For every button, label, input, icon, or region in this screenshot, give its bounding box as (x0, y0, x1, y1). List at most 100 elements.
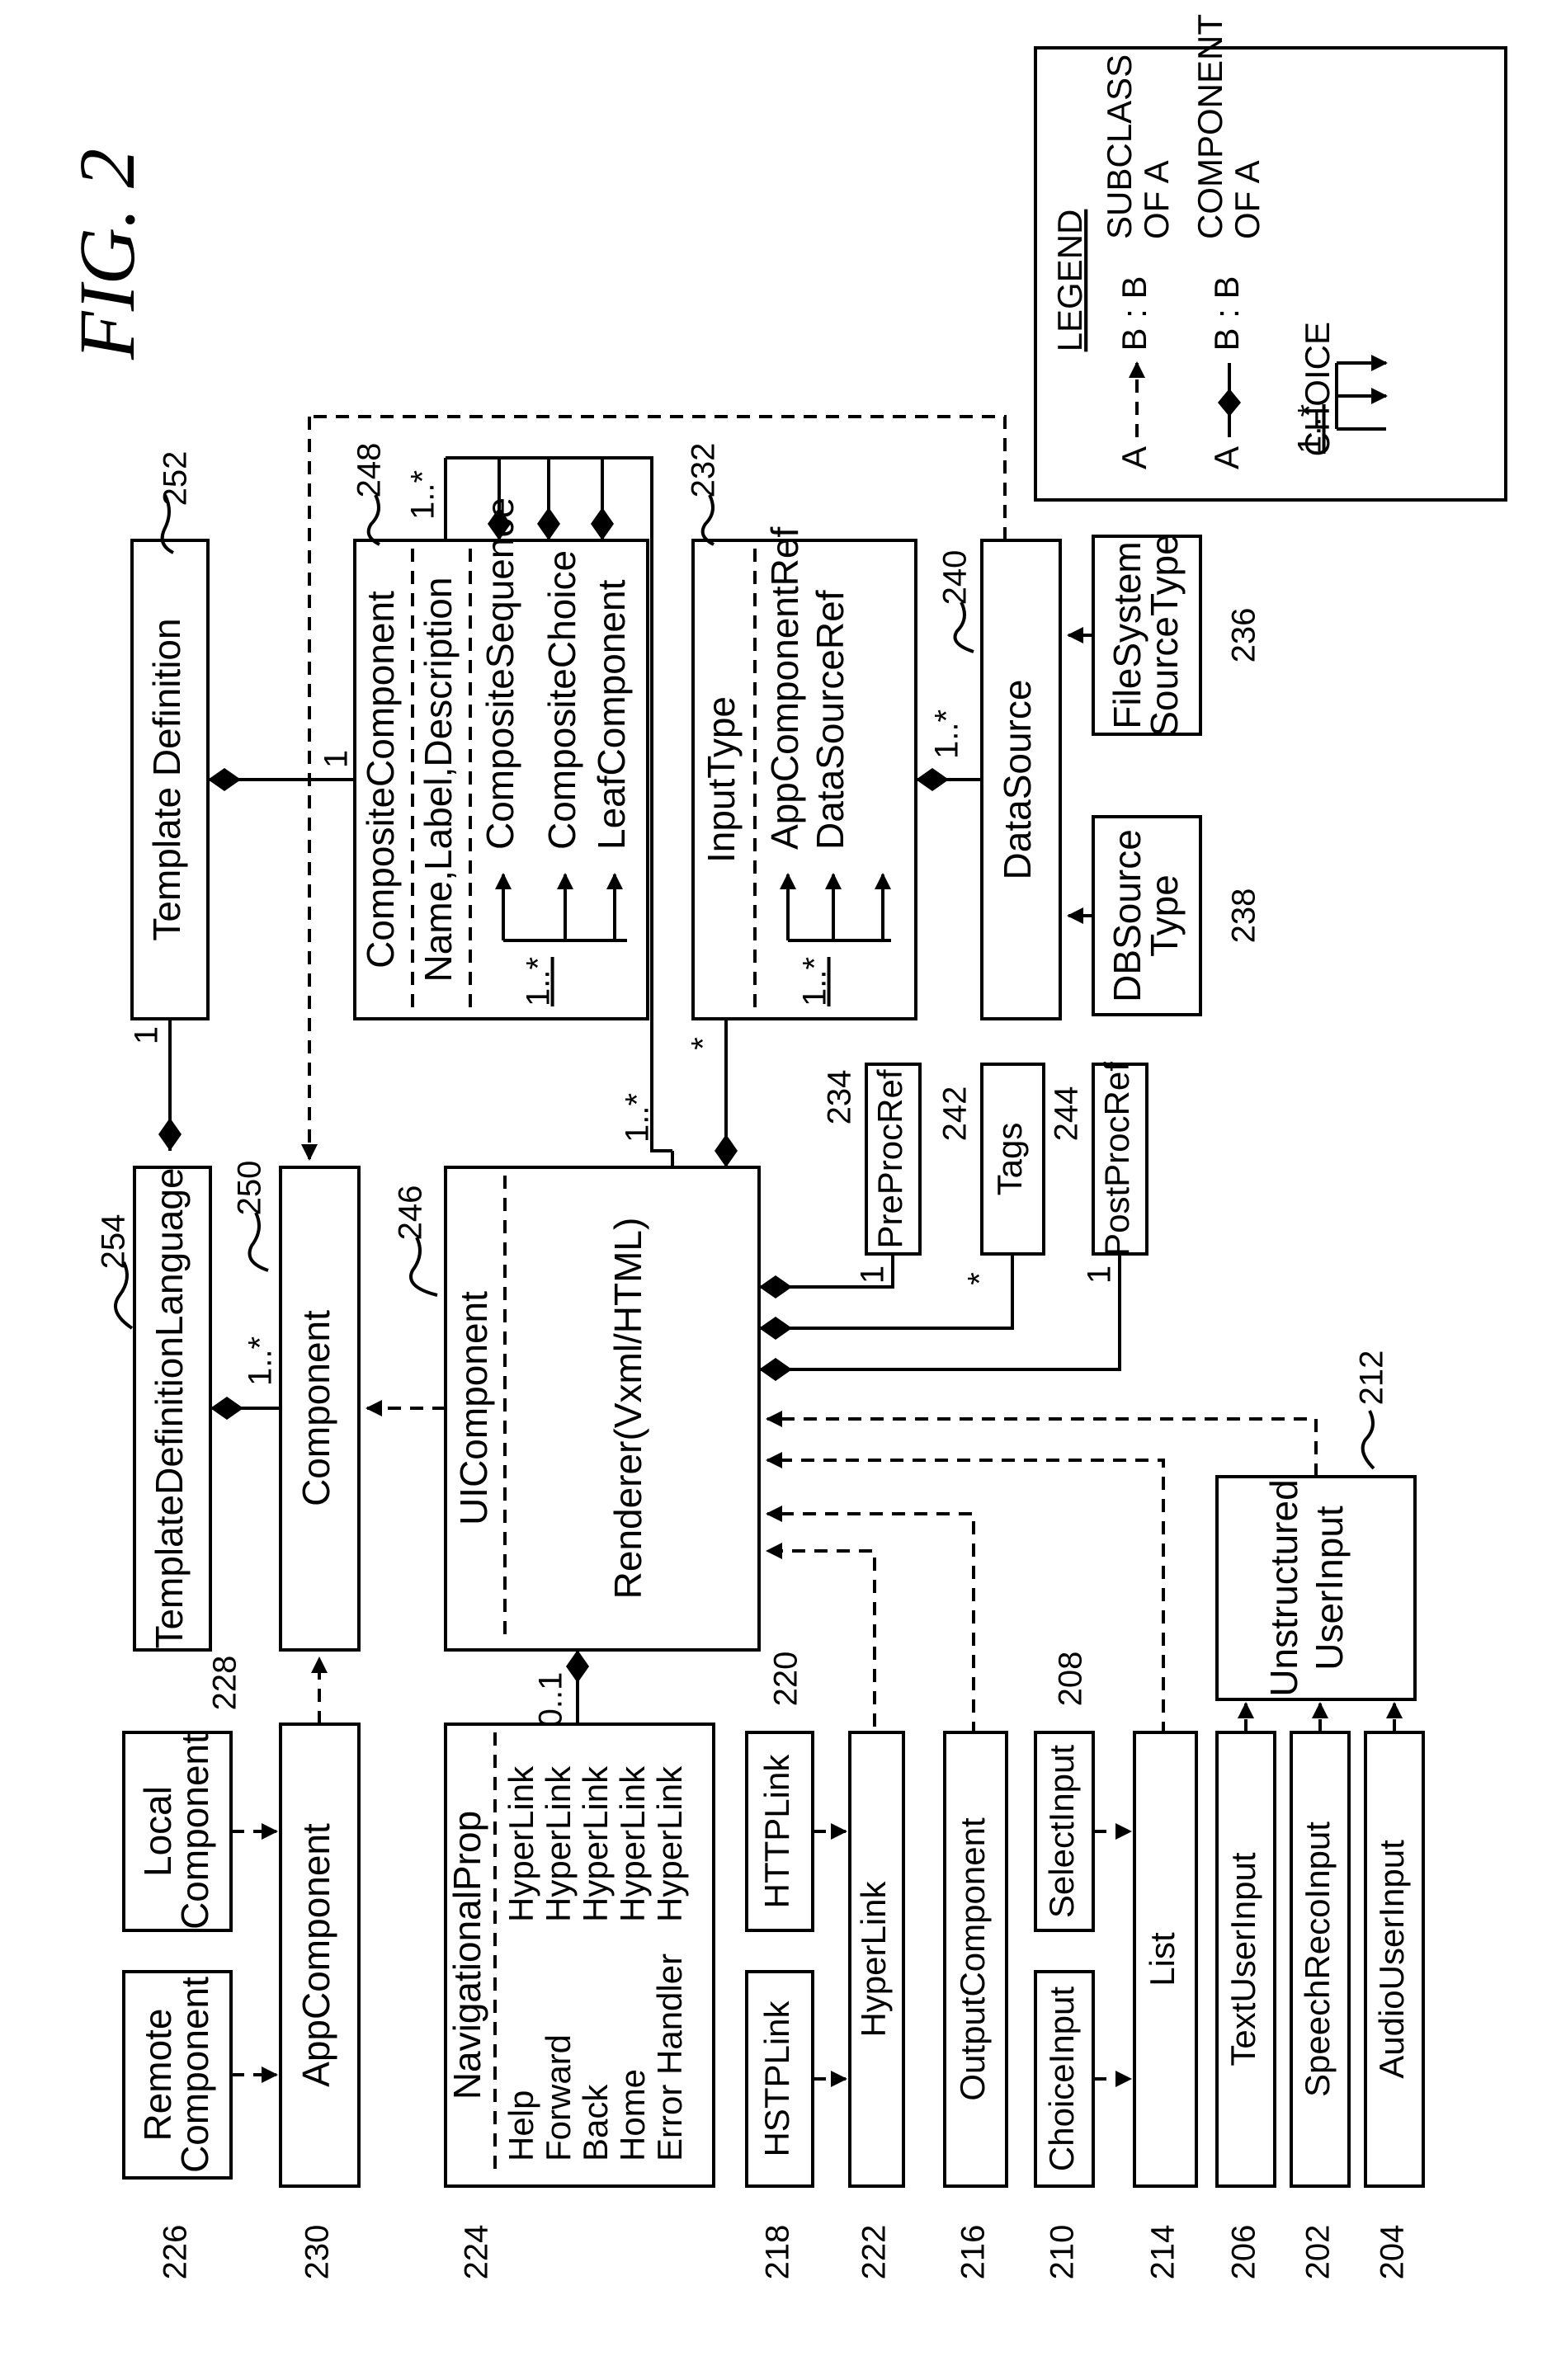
template-definition-title: Template Definition (145, 618, 188, 940)
template-definition-box (130, 539, 210, 1020)
ref-212: 212 (1354, 1350, 1390, 1406)
component-title: Component (295, 1310, 337, 1506)
dbsource-box (1092, 815, 1202, 1016)
mult-cc-choice: 1..* (521, 957, 557, 1006)
mult-tdl-component: 1..* (243, 1336, 279, 1386)
list-title: List (1143, 1932, 1181, 1986)
nav-row-0-name: Help (502, 2090, 540, 2161)
ref-226: 226 (158, 2225, 194, 2280)
input-type-title: InputType (700, 696, 743, 863)
ref-242: 242 (937, 1086, 974, 1142)
unstructured-box (1215, 1475, 1417, 1701)
nav-row-0-link: HyperLink (502, 1765, 540, 1922)
tags-title: Tags (990, 1123, 1029, 1196)
legend-subclass: SUBCLASS (1100, 54, 1139, 239)
ref-214: 214 (1145, 2225, 1181, 2280)
preproc-title: PreProcRef (870, 1069, 909, 1248)
nav-row-3-link: HyperLink (613, 1765, 652, 1922)
http-title: HTTPLink (757, 1754, 796, 1909)
speech-reco-input-title: SpeechRecoInput (1298, 1822, 1337, 2097)
mult-ui-cc: 1..* (620, 1093, 656, 1143)
unstructured-line2: UserInput (1308, 1506, 1351, 1671)
filesystem-line2: SourceType (1143, 534, 1186, 736)
select-input-box (1034, 1731, 1095, 1932)
local-line2: Component (173, 1733, 216, 1930)
text-user-input-box (1215, 1731, 1276, 2188)
ref-208: 208 (1053, 1652, 1089, 1707)
nav-row-1-link: HyperLink (539, 1765, 578, 1922)
figure-label: FIG. 2 (63, 148, 151, 361)
component-box (279, 1166, 361, 1652)
filesystem-line1: FileSystem (1106, 541, 1148, 728)
hyperlink-title: HyperLink (854, 1880, 893, 2037)
input-choice-1: DataSourceRef (809, 590, 851, 850)
mult-input-choice: 1..* (797, 957, 833, 1006)
nav-row-2-link: HyperLink (576, 1765, 615, 1922)
cc-choice-1: CompositeChoice (540, 550, 583, 850)
legend-mult: 1..* (1292, 404, 1328, 454)
ui-component-renderer: Renderer(Vxml/HTML) (606, 1218, 649, 1600)
mult-ui-tags: * (962, 1272, 998, 1285)
list-box (1133, 1731, 1198, 2188)
mult-td-tdl: 1 (129, 1026, 165, 1044)
data-source-box (980, 539, 1062, 1020)
postproc-box (1092, 1063, 1148, 1256)
legend-a-1: A (1115, 446, 1153, 469)
legend-choice: CHOICE (1298, 322, 1337, 456)
mult-nav-ui: 0..1 (533, 1672, 569, 1727)
ref-202: 202 (1300, 2225, 1337, 2280)
ref-204: 204 (1375, 2225, 1411, 2280)
ref-210: 210 (1045, 2225, 1081, 2280)
ref-232: 232 (686, 443, 722, 498)
text-user-input-title: TextUserInput (1224, 1852, 1262, 2066)
ref-254: 254 (96, 1214, 132, 1270)
audio-user-input-title: AudioUserInput (1372, 1840, 1411, 2079)
data-source-title: DataSource (996, 680, 1039, 880)
ref-238: 238 (1226, 888, 1262, 944)
preproc-box (865, 1063, 922, 1256)
nav-row-3-name: Home (613, 2069, 652, 2161)
choice-input-title: ChoiceInput (1042, 1986, 1081, 2171)
ref-228: 228 (207, 1656, 243, 1711)
tags-box (980, 1063, 1045, 1256)
input-choice-0: AppComponentRef (763, 527, 806, 850)
dbsource-line1: DBSource (1106, 829, 1148, 1002)
legend-component-of: OF A (1228, 160, 1266, 239)
nav-row-4-link: HyperLink (650, 1765, 689, 1922)
cc-attrs: Name,Label,Description (417, 577, 460, 983)
nav-row-4-name: Error Handler (650, 1953, 689, 2161)
filesystem-box (1092, 535, 1202, 736)
nav-row-1-name: Forward (539, 2034, 578, 2161)
choice-input-box (1034, 1970, 1095, 2188)
app-component-box (279, 1723, 361, 2188)
ref-218: 218 (760, 2225, 796, 2280)
unstructured-line1: Unstructured (1262, 1479, 1305, 1696)
ref-206: 206 (1226, 2225, 1262, 2280)
ref-220: 220 (768, 1652, 804, 1707)
http-box (745, 1731, 814, 1932)
legend-b-1: B : B (1115, 276, 1153, 351)
remote-line2: Component (173, 1977, 216, 2173)
hstp-title: HSTPLink (757, 2000, 796, 2156)
ui-component-title: UIComponent (452, 1291, 495, 1525)
dbsource-line2: Type (1143, 874, 1186, 957)
mult-ui-inputtype: * (686, 1037, 722, 1050)
legend: LEGEND A B : B SUBCLASS OF A A B : B COM… (1034, 14, 1507, 502)
cc-choice-2: LeafComponent (590, 579, 633, 850)
output-box (943, 1731, 1008, 2188)
legend-component: COMPONENT (1191, 14, 1229, 239)
local-box (122, 1731, 233, 1932)
ui-component-box (444, 1166, 761, 1652)
audio-user-input-box (1364, 1731, 1425, 2188)
hyperlink-box (848, 1731, 905, 2188)
cc-choice-0: CompositeSequence (479, 497, 521, 850)
ref-234: 234 (822, 1070, 858, 1125)
local-line1: Local (136, 1786, 179, 1877)
nav-row-2-name: Back (576, 2084, 615, 2161)
mult-ui-preproc: 1 (855, 1265, 891, 1284)
ref-250: 250 (232, 1161, 268, 1216)
tdl-box (133, 1166, 212, 1652)
ref-230: 230 (299, 2225, 336, 2280)
legend-subclass-of: OF A (1137, 160, 1176, 239)
